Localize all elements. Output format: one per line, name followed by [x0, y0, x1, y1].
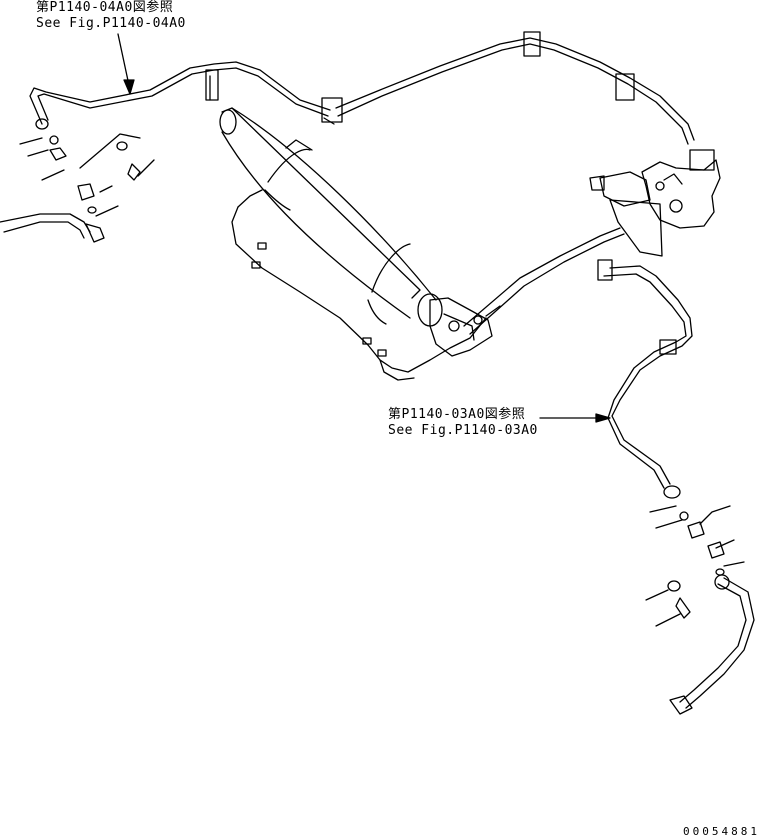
- reference-top-en: See Fig.P1140-04A0: [36, 16, 186, 31]
- reference-top-jp: 第P1140-04A0図参照: [36, 0, 174, 15]
- reference-arrow-middle: [540, 414, 610, 422]
- pipe-right-down: [598, 260, 692, 498]
- valve-assembly: [590, 150, 720, 256]
- reference-label-top: 第P1140-04A0図参照 See Fig.P1140-04A0: [36, 0, 186, 32]
- pipe-top-left: [30, 62, 330, 129]
- reference-label-middle: 第P1140-03A0図参照 See Fig.P1140-03A0: [388, 407, 538, 439]
- tank-bracket: [430, 298, 492, 356]
- drawing-number: 00054881: [683, 825, 760, 838]
- exploded-parts-left: [20, 134, 154, 216]
- reference-middle-en: See Fig.P1140-03A0: [388, 423, 538, 438]
- pipe-tank-to-valve: [464, 228, 624, 334]
- exploded-parts-right: [646, 506, 744, 626]
- reference-arrow-top: [118, 34, 134, 94]
- hose-left: [0, 214, 104, 242]
- reference-middle-jp: 第P1140-03A0図参照: [388, 407, 526, 422]
- base-plate: [232, 190, 486, 380]
- air-tank: [220, 108, 442, 326]
- pipe-top-arc: [322, 32, 694, 144]
- hose-lower-right: [670, 575, 754, 714]
